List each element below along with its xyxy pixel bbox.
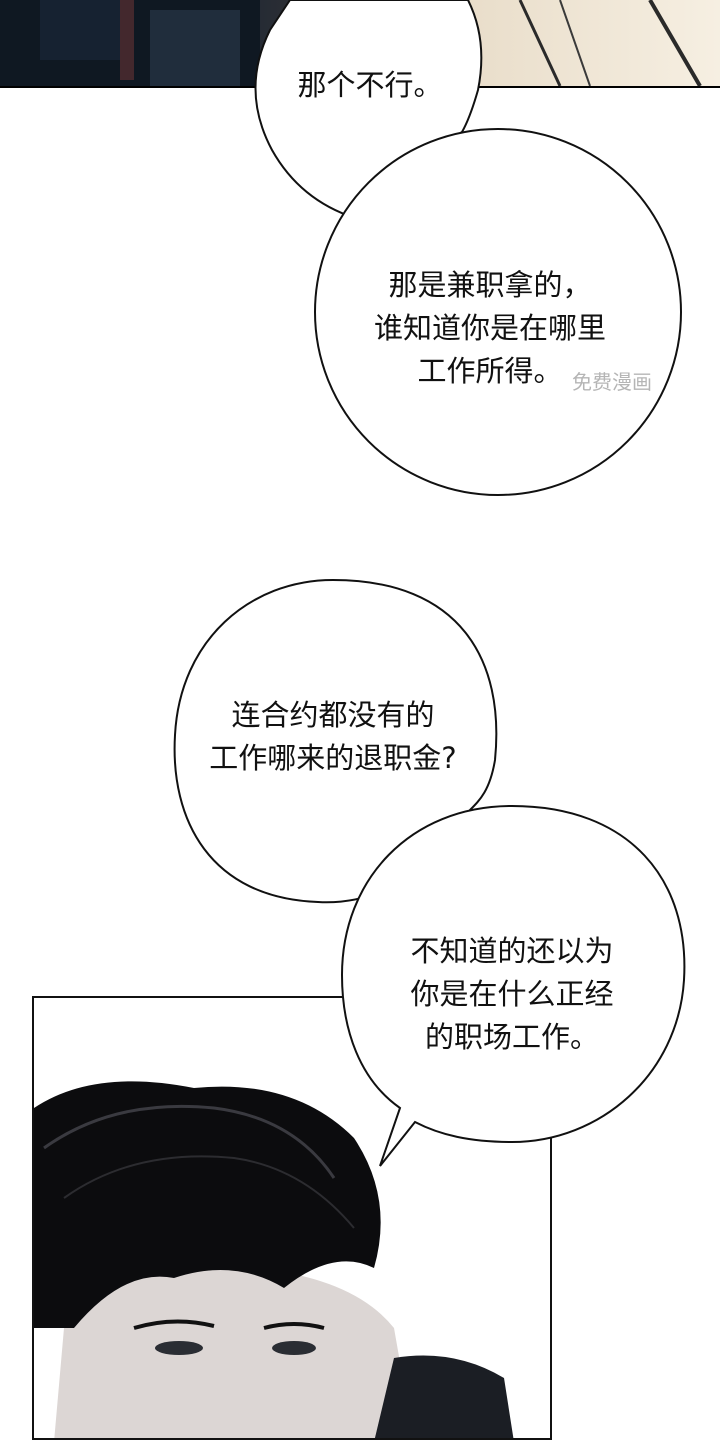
bubble-1-text: 那个不行。	[297, 68, 443, 102]
bubble-4-text: 不知道的还以为 你是在什么正经 的职场工作。	[410, 934, 614, 1054]
top-panel-art	[0, 0, 702, 86]
bubble-3-text: 连合约都没有的 工作哪来的退职金?	[209, 698, 457, 775]
watermark: 免费漫画	[572, 366, 652, 395]
bubble-2-text: 那是兼职拿的， 谁知道你是在哪里 工作所得。	[373, 268, 606, 388]
character-art	[34, 1081, 514, 1438]
watermark-text: 免费漫画	[572, 370, 652, 394]
bottom-panel-character	[32, 996, 552, 1440]
